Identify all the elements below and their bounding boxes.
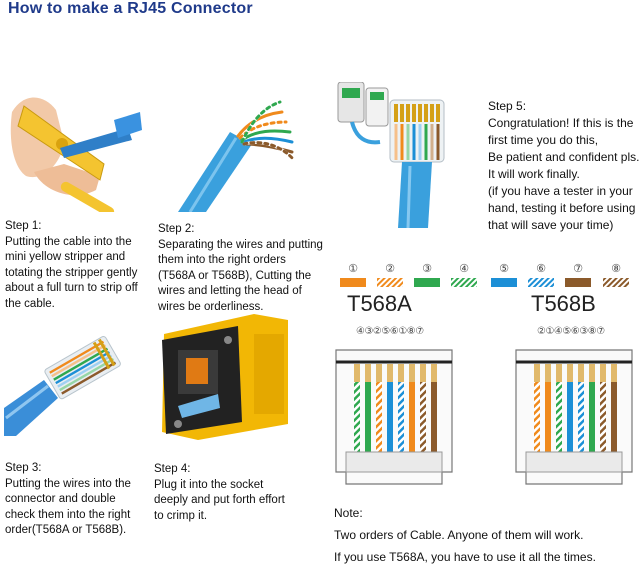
t568b-label: T568B	[531, 291, 596, 316]
step-line: to crimp it.	[154, 509, 208, 522]
step-heading: Step 2:	[158, 223, 195, 235]
step1-photo	[4, 72, 144, 212]
step-line: wires and letting the head of	[158, 285, 302, 297]
step-line: (if you have a tester in your	[488, 184, 633, 198]
note-heading: Note:	[334, 506, 363, 520]
step-heading: Step 4:	[154, 463, 191, 475]
step-line: the cable.	[5, 297, 55, 310]
wire-swatch-blue	[491, 278, 517, 287]
wire-number-1: ①	[348, 262, 358, 275]
step-heading: Step 3:	[5, 462, 42, 474]
step-line: Plug it into the socket	[154, 478, 264, 491]
wire-number-6: ⑥	[536, 262, 546, 275]
step3-photo	[4, 318, 136, 436]
wire-number-5: ⑤	[499, 262, 509, 275]
wire-swatch-orange	[340, 278, 366, 287]
step-line: first time you do this,	[488, 133, 599, 147]
t568a-label: T568A	[347, 291, 412, 316]
t568a-connector-diagram	[334, 340, 454, 486]
step-line: (T568A or T568B), Cutting the	[158, 269, 312, 282]
step2-photo	[160, 72, 310, 212]
step-line: check them into the right	[5, 508, 131, 521]
step-line: connector and double	[5, 493, 116, 505]
wire-number-4: ④	[459, 262, 469, 275]
wire-swatch-green	[414, 278, 440, 287]
wire-color-legend: ① ② ③ ④ ⑤ ⑥ ⑦ ⑧	[338, 261, 638, 297]
wire-number-3: ③	[422, 262, 432, 275]
note-line: If you use T568A, you have to use it all…	[334, 550, 596, 564]
note-block: Note: Two orders of Cable. Anyone of the…	[334, 502, 596, 568]
step2-text: Step 2: Separating the wires and putting…	[158, 222, 323, 315]
step-heading: Step 5:	[488, 99, 527, 113]
wire-swatch-white-blue	[528, 278, 554, 287]
step-line: mini yellow stripper and	[5, 251, 126, 263]
page-title: How to make a RJ45 Connector	[8, 0, 253, 17]
step-line: wires be orderliness.	[158, 300, 264, 313]
step3-text: Step 3: Putting the wires into the conne…	[5, 461, 131, 539]
step4-text: Step 4: Plug it into the socket deeply a…	[154, 462, 285, 524]
wire-swatch-brown	[565, 278, 591, 287]
wire-swatch-white-brown	[603, 278, 629, 287]
step-line: that will save your time)	[488, 218, 614, 232]
step-line: about a full turn to strip off	[5, 282, 138, 294]
step4-photo	[158, 314, 288, 440]
step-line: them into the right orders	[158, 254, 286, 266]
t568b-pin-order: ②①④⑤⑥③⑧⑦	[537, 326, 605, 337]
t568b-connector-diagram	[514, 340, 634, 486]
step5-text: Step 5: Congratulation! If this is the f…	[488, 98, 639, 234]
wire-swatch-white-orange	[377, 278, 403, 287]
step-line: Separating the wires and putting	[158, 238, 323, 251]
step-line: Putting the wires into the	[5, 477, 131, 490]
step-line: Putting the cable into the	[5, 235, 132, 248]
wire-number-8: ⑧	[611, 262, 621, 275]
step1-text: Step 1: Putting the cable into the mini …	[5, 219, 138, 312]
step-line: deeply and put forth effort	[154, 494, 285, 506]
step-line: hand, testing it before using	[488, 201, 636, 215]
step-line: Be patient and confident pls.	[488, 150, 640, 164]
step-heading: Step 1:	[5, 220, 42, 232]
step-line: totating the stripper gently	[5, 266, 138, 279]
note-line: Two orders of Cable. Anyone of them will…	[334, 528, 584, 542]
step-line: It will work finally.	[488, 167, 580, 181]
step-line: Congratulation! If this is the	[488, 116, 634, 130]
step-line: order(T568A or T568B).	[5, 524, 127, 536]
t568a-pin-order: ④③②⑤⑥①⑧⑦	[356, 326, 424, 337]
wire-number-2: ②	[385, 262, 395, 275]
wire-swatch-white-green	[451, 278, 477, 287]
step5-photo	[336, 82, 482, 228]
wire-number-7: ⑦	[573, 262, 583, 275]
